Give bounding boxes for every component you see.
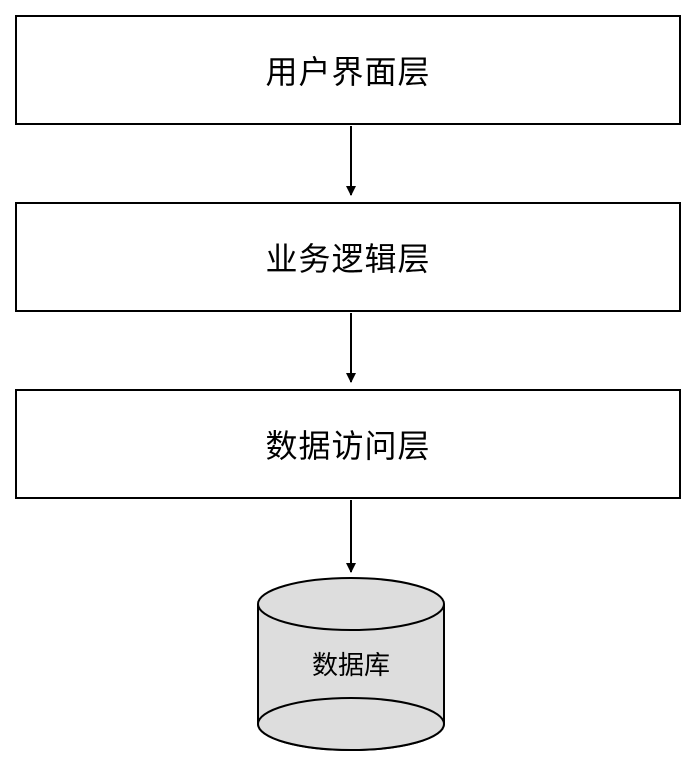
cylinder-top-ellipse	[257, 577, 445, 631]
data-access-layer-box: 数据访问层	[15, 389, 681, 499]
cylinder-bottom-ellipse	[257, 697, 445, 751]
ui-layer-box: 用户界面层	[15, 15, 681, 125]
database-cylinder	[257, 577, 445, 751]
data-access-layer-label: 数据访问层	[265, 427, 431, 465]
database-label: 数据库	[311, 651, 390, 681]
business-logic-layer-box: 业务逻辑层	[15, 202, 681, 312]
ui-layer-label: 用户界面层	[265, 53, 431, 91]
business-logic-layer-label: 业务逻辑层	[265, 240, 431, 278]
